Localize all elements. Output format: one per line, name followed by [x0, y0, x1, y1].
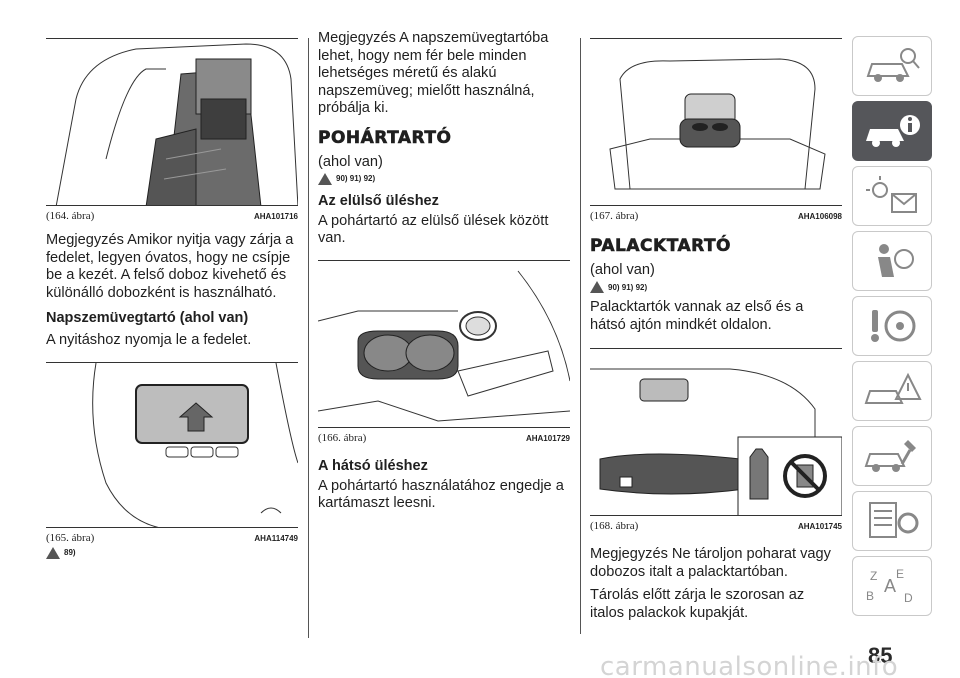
subsection-heading: A hátsó üléshez — [318, 457, 428, 474]
column-divider — [308, 38, 309, 638]
warning-lights-icon — [866, 176, 917, 213]
warning-reference: 90) 91) 92) — [318, 172, 570, 185]
figure-167-caption: (167. ábra) AHA106098 — [590, 210, 842, 222]
svg-text:D: D — [904, 591, 913, 605]
body-text: Palacktartók vannak az első és a hátsó a… — [590, 299, 804, 333]
figure-code: AHA101729 — [525, 433, 570, 443]
column-divider — [580, 38, 581, 634]
warning-reference: 90) 91) 92) — [590, 281, 842, 293]
svg-text:B: B — [866, 589, 874, 603]
body-text: A nyitáshoz nyomja le a fedelet. — [46, 332, 252, 348]
tab-emergency[interactable] — [852, 361, 932, 421]
figure-168-door-bottle-holder — [590, 348, 842, 516]
page-number: 85 — [868, 643, 893, 668]
tab-warning-lights[interactable] — [852, 166, 932, 226]
body-text: A pohártartó használatához engedje a kar… — [318, 477, 564, 512]
figure-164-storage-box — [46, 38, 298, 206]
figure-166-front-cupholder — [318, 259, 570, 428]
sunglasses-holder-illustration — [92, 362, 298, 527]
figure-code: AHA101745 — [797, 522, 842, 531]
figure-165-caption: (165. ábra) AHA114749 — [46, 532, 298, 544]
tab-dashboard-info[interactable] — [852, 101, 932, 161]
column-2: Megjegyzés A napszemüvegtartóba lehet, h… — [318, 30, 570, 513]
warning-number: 89) — [64, 548, 76, 557]
note-text: Megjegyzés Ne tároljon poharat vagy dobo… — [590, 546, 831, 580]
tab-safety[interactable] — [852, 231, 932, 291]
figure-164-caption: (164. ábra) AHA101716 — [46, 210, 298, 222]
tab-maintenance[interactable] — [852, 426, 932, 486]
figure-167-rear-cupholder — [590, 38, 842, 206]
car-info-icon — [866, 48, 920, 82]
maintenance-icon — [864, 440, 916, 472]
warning-triangle-icon — [590, 281, 604, 293]
column-1: (164. ábra) AHA101716 Megjegyzés Amikor … — [46, 38, 298, 559]
emergency-icon — [864, 372, 922, 404]
warning-triangle-icon — [318, 172, 332, 185]
column-3: (167. ábra) AHA106098 PALACKTARTÓ (ahol … — [590, 38, 842, 622]
note-text: Megjegyzés Amikor nyitja vagy zárja a fe… — [46, 232, 294, 301]
figure-165-sunglasses-holder — [46, 361, 298, 528]
warning-number: 90) 91) 92) — [336, 174, 376, 183]
dashboard-info-icon — [866, 115, 920, 147]
warning-number: 90) 91) 92) — [608, 282, 648, 292]
subsection-heading: Az elülső üléshez — [318, 192, 439, 209]
figure-number: (166. ábra) — [318, 431, 367, 444]
tab-driving[interactable] — [852, 296, 932, 356]
svg-text:A: A — [884, 576, 896, 596]
section-title: PALACKTARTÓ — [590, 236, 732, 257]
availability-text: (ahol van) — [590, 262, 655, 278]
figure-number: (164. ábra) — [46, 210, 95, 222]
watermark: carmanualsonline.info — [600, 652, 899, 678]
figure-code: AHA101716 — [253, 212, 298, 221]
figure-number: (165. ábra) — [46, 531, 95, 544]
figure-168-caption: (168. ábra) AHA101745 — [590, 520, 842, 532]
body-text: Tárolás előtt zárja le szorosan az italo… — [590, 587, 805, 621]
section-title: POHÁRTARTÓ — [318, 127, 452, 148]
figure-code: AHA114749 — [254, 533, 298, 543]
svg-text:E: E — [896, 567, 904, 581]
safety-airbag-icon — [878, 244, 914, 277]
index-icon: Z E A B D — [866, 567, 913, 605]
figure-code: AHA106098 — [797, 212, 842, 221]
chapter-tabs: Z E A B D — [852, 36, 932, 621]
figure-number: (168. ábra) — [590, 520, 639, 532]
tab-car-info[interactable] — [852, 36, 932, 96]
warning-triangle-icon — [46, 546, 60, 559]
body-text: A pohártartó az elülső ülések között van… — [318, 212, 549, 247]
note-text: Megjegyzés A napszemüvegtartóba lehet, h… — [318, 30, 549, 116]
availability-text: (ahol van) — [318, 153, 383, 170]
svg-text:Z: Z — [870, 569, 877, 583]
figure-166-caption: (166. ábra) AHA101729 — [318, 432, 570, 444]
warning-reference: 89) — [46, 546, 298, 559]
specs-icon — [869, 502, 919, 538]
driving-icon — [871, 310, 916, 342]
tab-index[interactable]: Z E A B D — [852, 556, 932, 616]
figure-number: (167. ábra) — [590, 210, 639, 222]
rear-seat-illustration — [609, 58, 826, 190]
section-heading: Napszemüvegtartó (ahol van) — [46, 310, 249, 326]
front-cupholder-illustration — [318, 270, 570, 422]
door-bottle-holder-illustration — [590, 368, 842, 515]
tab-specs[interactable] — [852, 491, 932, 551]
storage-box-illustration — [55, 43, 298, 205]
